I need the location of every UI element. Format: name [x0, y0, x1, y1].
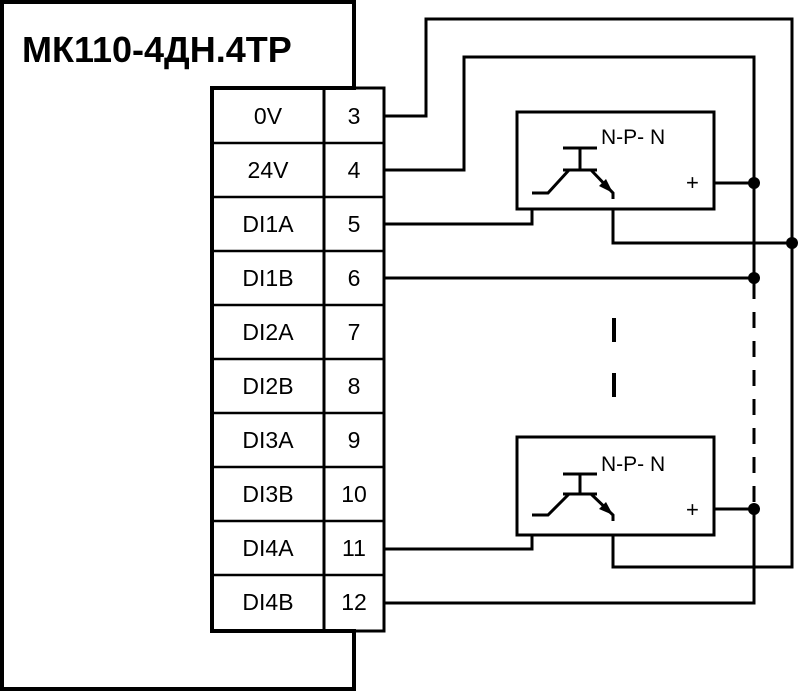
- terminal-label-di3b: DI3B: [242, 481, 293, 507]
- wiring: [384, 17, 794, 605]
- wire-sensor1-emitter: [611, 199, 792, 245]
- terminal-label-di4a: DI4A: [242, 535, 294, 561]
- terminal-number-10: 10: [341, 481, 367, 507]
- sensor-1-type-label: N-P- N: [601, 126, 665, 149]
- terminal-label-24v: 24V: [248, 157, 290, 183]
- junction-dot: [748, 272, 760, 284]
- sensor-2: N-P- N +: [515, 435, 716, 537]
- wire-sensor2-emitter: [611, 510, 794, 569]
- terminal-number-3: 3: [348, 103, 361, 129]
- terminal-number-4: 4: [348, 157, 361, 183]
- junction-dot: [786, 237, 798, 249]
- junction-dot: [748, 177, 760, 189]
- transistor-arrow-icon: [599, 179, 613, 193]
- terminal-number-11: 11: [342, 535, 366, 561]
- terminal-label-di1b: DI1B: [242, 265, 293, 291]
- terminal-block: 0V 3 24V 4 DI1A 5 DI1B 6 DI2A 7 DI2B 8 D…: [210, 86, 386, 633]
- sensor-2-box: [515, 435, 716, 537]
- terminal-number-8: 8: [348, 373, 361, 399]
- junction-dots: [748, 177, 798, 515]
- npn-transistor-icon: [532, 146, 615, 199]
- sensor-2-type-label: N-P- N: [601, 453, 665, 476]
- terminal-label-di4b: DI4B: [242, 589, 293, 615]
- terminal-label-di3a: DI3A: [242, 427, 294, 453]
- module-title: МК110-4ДН.4ТР: [22, 29, 292, 70]
- terminal-label-di2b: DI2B: [242, 373, 293, 399]
- terminal-label-di1a: DI1A: [242, 211, 294, 237]
- terminal-number-5: 5: [348, 211, 361, 237]
- sensor-1-plus-label: +: [686, 170, 699, 195]
- terminal-number-12: 12: [341, 589, 367, 615]
- wire-di4a: [384, 515, 534, 551]
- wire-di4b: [384, 509, 756, 605]
- transistor-arrow-icon: [599, 502, 613, 515]
- terminal-number-6: 6: [348, 265, 361, 291]
- terminal-label-di2a: DI2A: [242, 319, 294, 345]
- junction-dot: [748, 503, 760, 515]
- bus-continuation-dashed: [752, 250, 794, 509]
- module-housing: [0, 0, 356, 691]
- wire-0v-bus: [384, 17, 794, 510]
- sensor-1: N-P- N +: [515, 110, 716, 211]
- wire-24v-bus: [384, 55, 756, 280]
- terminal-number-7: 7: [348, 319, 361, 345]
- sensor-2-plus-label: +: [686, 497, 699, 522]
- terminal-label-0v: 0V: [254, 103, 283, 129]
- terminal-number-9: 9: [348, 427, 361, 453]
- wire-di1a: [384, 193, 534, 226]
